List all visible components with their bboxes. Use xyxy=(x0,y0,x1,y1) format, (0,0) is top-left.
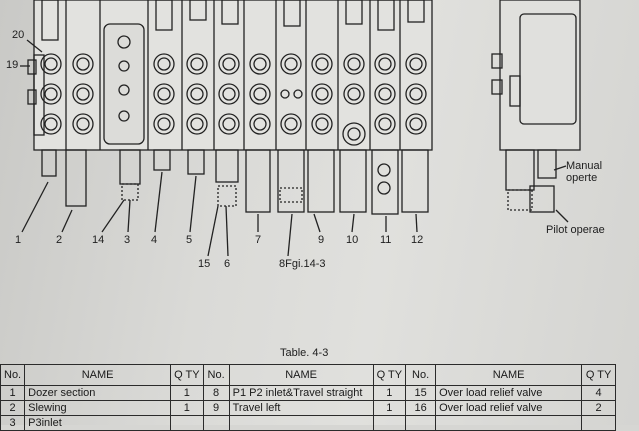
cell-qty xyxy=(170,415,204,431)
cell-qty: 2 xyxy=(581,400,617,416)
callout-6: 6 xyxy=(224,258,231,270)
cell-no: 9 xyxy=(202,400,230,416)
figure-reference: 8Fgi.14-3 xyxy=(279,258,326,270)
cell-no: 1 xyxy=(0,385,26,401)
callout-3: 3 xyxy=(124,234,131,246)
callout-5: 5 xyxy=(186,234,193,246)
callout-14: 14 xyxy=(92,234,105,246)
header-no: No. xyxy=(405,364,437,386)
callout-19: 19 xyxy=(6,59,19,71)
cell-no: 8 xyxy=(202,385,230,401)
cell-no: 16 xyxy=(405,400,437,416)
cell-qty: 1 xyxy=(372,385,407,401)
table-row: 1 Dozer section 1 8 P1 P2 inlet&Travel s… xyxy=(0,385,617,401)
manual-operate-note: Manual operte xyxy=(566,160,603,184)
callout-9: 9 xyxy=(318,234,325,246)
parts-table: No. NAME Q TY No. NAME Q TY No. NAME Q T… xyxy=(0,364,617,431)
pilot-operate-note: Pilot operae xyxy=(546,224,605,236)
table-header-row: No. NAME Q TY No. NAME Q TY No. NAME Q T… xyxy=(0,364,617,386)
cell-qty: 4 xyxy=(581,385,617,401)
cell-qty xyxy=(372,415,407,431)
header-name: NAME xyxy=(228,364,374,386)
cell-qty: 1 xyxy=(170,400,204,416)
cell-name: Over load relief valve xyxy=(435,400,583,416)
table-caption: Table. 4-3 xyxy=(280,347,329,359)
header-no: No. xyxy=(0,364,26,386)
cell-name: Travel left xyxy=(228,400,374,416)
header-no: No. xyxy=(202,364,230,386)
callout-11: 11 xyxy=(380,234,392,246)
cell-no: 15 xyxy=(405,385,437,401)
header-name: NAME xyxy=(24,364,172,386)
table-row: 3 P3inlet xyxy=(0,415,617,431)
callout-20: 20 xyxy=(12,29,25,41)
cell-name: P1 P2 inlet&Travel straight xyxy=(228,385,374,401)
cell-name xyxy=(435,415,583,431)
table-row: 2 Slewing 1 9 Travel left 1 16 Over load… xyxy=(0,400,617,416)
cell-qty: 1 xyxy=(170,385,204,401)
callout-4: 4 xyxy=(151,234,158,246)
header-qty: Q TY xyxy=(581,364,617,386)
callout-12: 12 xyxy=(411,234,424,246)
header-name: NAME xyxy=(435,364,583,386)
header-qty: Q TY xyxy=(372,364,407,386)
cell-no xyxy=(405,415,437,431)
cell-name: Slewing xyxy=(24,400,172,416)
cell-name: Dozer section xyxy=(24,385,172,401)
callout-1: 1 xyxy=(15,234,22,246)
cell-name: Over load relief valve xyxy=(435,385,583,401)
header-qty: Q TY xyxy=(170,364,204,386)
callout-15: 15 xyxy=(198,258,211,270)
valve-assembly-drawing xyxy=(20,0,581,257)
cell-qty: 1 xyxy=(372,400,407,416)
callout-2: 2 xyxy=(56,234,63,246)
callout-7: 7 xyxy=(255,234,262,246)
cell-no: 3 xyxy=(0,415,26,431)
cell-no: 2 xyxy=(0,400,26,416)
callout-10: 10 xyxy=(346,234,359,246)
cell-qty xyxy=(581,415,617,431)
cell-name: P3inlet xyxy=(24,415,172,431)
cell-name xyxy=(228,415,374,431)
cell-no xyxy=(202,415,230,431)
